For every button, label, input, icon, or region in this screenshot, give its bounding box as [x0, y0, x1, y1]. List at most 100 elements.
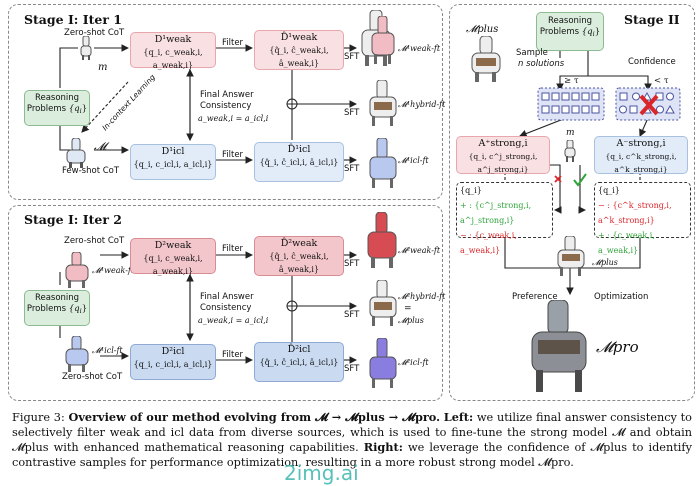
caption-right-label: Right: [363, 440, 403, 454]
stage2-reasoning-problems-box: Reasoning Problems {qi} [536, 12, 604, 51]
iter1-m-icl-ft: 𝓜¹icl-ft [398, 156, 429, 165]
right-q: {q_i} [598, 186, 620, 195]
iter2-m-icl-ft: 𝓜²icl-ft [398, 358, 429, 367]
confidence-label: Confidence [628, 57, 676, 67]
problems-label: Problems [539, 27, 580, 37]
iter2-sft1-label: SFT [344, 259, 360, 269]
right-plus: + : {c_weak,i, a_weak,i} [598, 231, 655, 255]
iter1-weak-hat-box: D̂¹weak {q̂_i, ĉ_weak,i, â_weak,i} [254, 30, 344, 70]
caption-left-text: we utilize final answer consistency to s… [12, 411, 692, 454]
iter1-filter1-label: Filter [222, 38, 244, 48]
iter2-sft2-label: SFT [344, 310, 360, 320]
icl-hat-title: D̂²icl [287, 344, 311, 355]
iter1-weak-box: D¹weak {q_i, c_weak,i, a_weak,i} [130, 32, 216, 70]
iter1-m-label: m [98, 62, 108, 73]
iter2-m-weak-ft: 𝓜²weak-ft [398, 246, 441, 255]
ge-tau-label: ≥ τ [564, 76, 579, 86]
iter1-reasoning-problems-box: Reasoning Problems {qi} [24, 90, 90, 126]
iter1-sft2-label: SFT [344, 108, 360, 118]
weak-body: {q_i, c_weak,i, a_weak,i} [143, 48, 203, 70]
solution-grid-high [537, 87, 605, 121]
iter2-filter2-label: Filter [222, 350, 244, 360]
iter1-filter2-label: Filter [222, 150, 244, 160]
right-pair-box: {q_i} − : {c^k_strong,i, a^k_strong,i} +… [594, 182, 691, 255]
llama-small-m-icon [80, 36, 92, 60]
qi-sub: i [592, 30, 595, 38]
llama-plus-icon [471, 36, 501, 82]
sample-label: Sample [516, 48, 548, 58]
a-plus-body: {q_i, c^j_strong,i, a^j_strong,i} [468, 152, 538, 174]
weak-hat-title: D̂²weak [280, 238, 318, 249]
llama-icl-ft-icon [369, 138, 397, 188]
weak-body: {q_i, c_weak,i, a_weak,i} [143, 254, 203, 276]
iter1-title: Stage I: Iter 1 [24, 12, 122, 27]
m-plus2-label: 𝓜plus [592, 258, 618, 267]
left-minus: − : {c_weak,i, a_weak,i} [460, 231, 517, 255]
m-pro-label: 𝓜pro [596, 338, 639, 356]
iter1-final-answer-label: Final Answer [200, 90, 254, 100]
qi-sub: i [79, 107, 82, 115]
weak-hat-title: D̂¹weak [280, 32, 318, 43]
iter2-sft3-label: SFT [344, 364, 360, 374]
iter1-consistency-label: Consistency [200, 101, 252, 111]
weak-hat-body: {q̂_i, ĉ_weak,i, â_weak,i} [269, 46, 329, 68]
left-q: {q_i} [460, 186, 482, 195]
iter2-reasoning-problems-box: Reasoning Problems {qi} [24, 290, 90, 326]
iter2-weak-box: D²weak {q_i, c_weak,i, a_weak,i} [130, 238, 216, 276]
iter2-m-weak-ft-in: 𝓜¹weak-ft [92, 266, 135, 275]
llama-pro-icon [531, 300, 587, 392]
icl-hat-title: D̂¹icl [287, 144, 311, 155]
icl-title: D²icl [161, 346, 185, 357]
q-close: } [81, 104, 88, 114]
iter2-eq-sign: = [404, 304, 412, 314]
llama-plus2-icon [557, 236, 585, 276]
icl-body: {q_i, c_icl,i, a_icl,i} [133, 160, 213, 169]
caption-left-label: Left: [443, 410, 474, 424]
a-plus-title: A⁺strong,i [478, 138, 528, 149]
figure-caption: Figure 3: Overview of our method evolvin… [12, 410, 692, 470]
stage2-title: Stage II [624, 12, 680, 27]
caption-fig: Figure 3: [12, 411, 65, 424]
llama-icl-ft-in-icon [65, 336, 89, 372]
a-minus-box: A⁻strong,i {q_i, c^k_strong,i, a^k_stron… [594, 136, 688, 174]
llama-weak-ft-red-icon [367, 212, 397, 268]
llama-weak-ft-in-icon [65, 252, 89, 288]
cross-mark [554, 175, 562, 183]
caption-right-text: we leverage the confidence of 𝓜plus to i… [12, 441, 692, 469]
iter2-eq-label: a_weak,i = a_icl,i [198, 316, 269, 325]
iter1-sft1-label: SFT [344, 52, 360, 62]
reasoning-label: Reasoning [547, 16, 593, 26]
problems-label: Problems [26, 104, 67, 114]
a-minus-title: A⁻strong,i [616, 138, 666, 149]
llama-m-small-icon [564, 140, 576, 162]
iter1-M-label: 𝓜 [94, 140, 107, 153]
iter1-few-shot-label: Few-shot CoT [62, 166, 120, 176]
problems-label: Problems [26, 304, 67, 314]
n-solutions-label: n solutions [518, 59, 565, 69]
iter1-icl-hat-box: D̂¹icl {q̂_i, ĉ_icl,i, â_icl,i} [254, 142, 344, 182]
q-close: } [81, 304, 88, 314]
solution-grid-low [615, 87, 681, 121]
llama-hybrid-ft2-icon [369, 280, 397, 326]
iter1-m-hybrid-ft: 𝓜¹hybrid-ft [398, 100, 446, 109]
iter1-eq-label: a_weak,i = a_icl,i [198, 114, 269, 123]
q-label: {q [68, 304, 80, 314]
q-close: } [594, 27, 601, 37]
m-small-label: m [566, 128, 575, 138]
q-label: {q [581, 27, 593, 37]
iter1-m-weak-ft: 𝓜¹weak-ft [398, 44, 441, 53]
qi-sub: i [79, 307, 82, 315]
iter2-final-answer-label: Final Answer [200, 292, 254, 302]
iter2-icl-box: D²icl {q_i, c_icl,i, a_icl,i} [130, 344, 216, 380]
iter2-zero-shot-bottom: Zero-shot CoT [62, 372, 123, 382]
weak-title: D²weak [154, 240, 192, 251]
optimization-label: Optimization [594, 292, 649, 302]
iter2-m-icl-ft-in: 𝓜¹icl-ft [92, 346, 123, 355]
caption-bold: Overview of our method evolving from 𝓜 →… [68, 410, 441, 424]
llama-weak-ft-pink-icon [371, 16, 395, 64]
icl-body: {q_i, c_icl,i, a_icl,i} [133, 360, 213, 369]
iter2-icl-hat-box: D̂²icl {q̂_i, ĉ_icl,i, â_icl,i} [254, 342, 344, 382]
iter2-m-plus: 𝓜plus [398, 316, 424, 325]
icl-hat-body: {q̂_i, ĉ_icl,i, â_icl,i} [259, 358, 339, 367]
